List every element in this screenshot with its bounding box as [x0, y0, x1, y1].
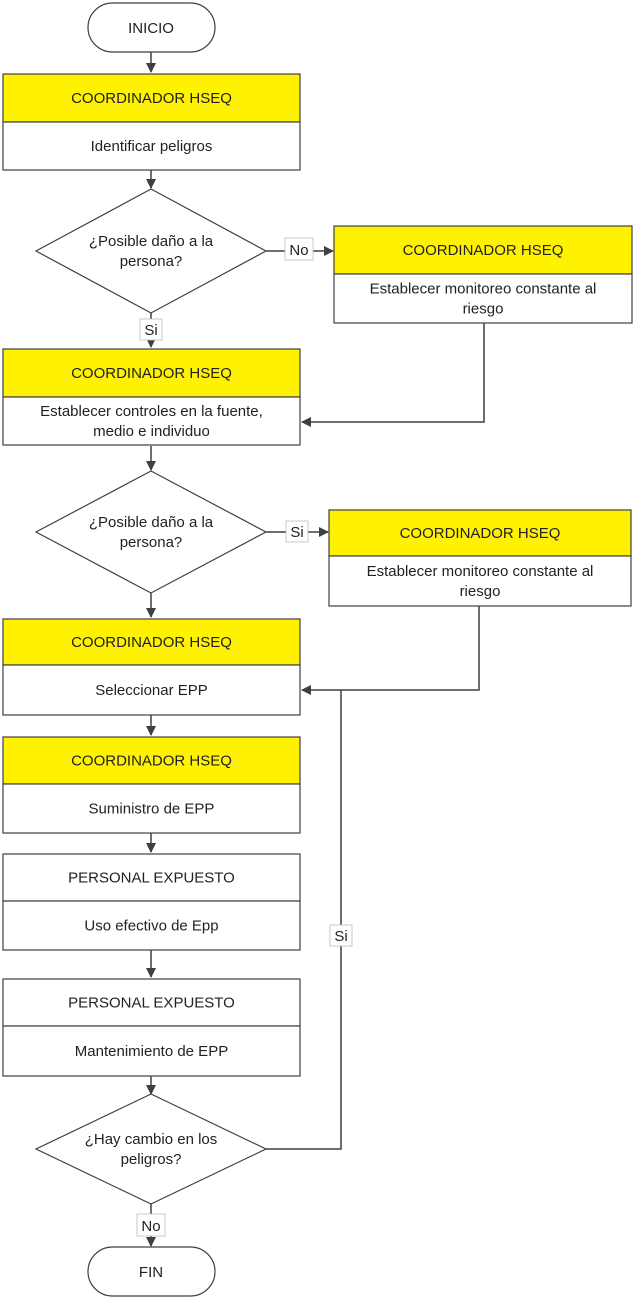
edge-label-d1-si: Si — [144, 322, 157, 339]
role-header — [328, 509, 632, 557]
process-box: PERSONAL EXPUESTO Mantenimiento de EPP — [2, 978, 301, 1077]
task-label: medio e individuo — [93, 423, 210, 440]
edge-label-d1-no: No — [289, 242, 308, 259]
role-header — [2, 853, 301, 902]
terminal-start: INICIO — [87, 2, 216, 53]
role-label: COORDINADOR HSEQ — [400, 525, 561, 542]
decision-question: persona? — [120, 253, 183, 270]
task-label: Seleccionar EPP — [95, 682, 208, 699]
connectors — [146, 52, 485, 1247]
process-box: COORDINADOR HSEQ Seleccionar EPP — [2, 618, 301, 716]
decision-shape — [34, 1093, 268, 1205]
decision-diamond: ¿Posible daño a la persona? — [34, 188, 268, 314]
role-label: COORDINADOR HSEQ — [71, 634, 232, 651]
role-header — [2, 736, 301, 785]
task-cell — [2, 121, 301, 171]
role-label: COORDINADOR HSEQ — [71, 365, 232, 382]
process-box: COORDINADOR HSEQ Identificar peligros — [2, 73, 301, 171]
task-label: Establecer monitoreo constante al — [370, 281, 597, 298]
decision-question: persona? — [120, 534, 183, 551]
task-cell — [2, 900, 301, 951]
task-label: Mantenimiento de EPP — [75, 1043, 228, 1060]
role-label: COORDINADOR HSEQ — [71, 753, 232, 770]
role-header — [2, 348, 301, 398]
edge-label-d3-no: No — [141, 1218, 160, 1235]
role-label: PERSONAL EXPUESTO — [68, 870, 235, 887]
process-box: COORDINADOR HSEQ Suministro de EPP — [2, 736, 301, 834]
role-header — [2, 618, 301, 666]
decision-question: ¿Posible daño a la — [89, 233, 214, 250]
role-label: COORDINADOR HSEQ — [403, 242, 564, 259]
role-header — [333, 225, 633, 275]
task-cell — [328, 555, 632, 607]
role-label: PERSONAL EXPUESTO — [68, 995, 235, 1012]
terminal-end-label: FIN — [139, 1264, 163, 1281]
process-box: PERSONAL EXPUESTO Uso efectivo de Epp — [2, 853, 301, 951]
task-cell — [333, 273, 633, 324]
decision-question: ¿Hay cambio en los — [85, 1131, 218, 1148]
edge-label-d3-si: Si — [334, 928, 347, 945]
process-box: COORDINADOR HSEQ Establecer monitoreo con… — [333, 225, 633, 324]
terminal-start-label: INICIO — [128, 20, 174, 37]
task-cell — [2, 1025, 301, 1077]
task-label: Identificar peligros — [91, 138, 213, 155]
task-cell — [2, 396, 301, 446]
decision-question: peligros? — [121, 1151, 182, 1168]
task-label: riesgo — [463, 301, 504, 318]
task-label: Establecer monitoreo constante al — [367, 563, 594, 580]
edge-label-d2-si: Si — [290, 524, 303, 541]
decision-shape — [34, 188, 268, 314]
edge-monitor1-to-controls — [301, 323, 485, 427]
role-label: COORDINADOR HSEQ — [71, 90, 232, 107]
task-label: Establecer controles en la fuente, — [40, 403, 263, 420]
task-cell — [2, 783, 301, 834]
edge-monitor2-to-select — [301, 606, 480, 695]
decision-question: ¿Posible daño a la — [89, 514, 214, 531]
edge-labels: No Si Si Si No — [136, 237, 353, 1237]
task-label: riesgo — [460, 583, 501, 600]
role-header — [2, 73, 301, 123]
terminal-end: FIN — [87, 1246, 216, 1297]
decision-diamond: ¿Posible daño a la persona? — [34, 470, 268, 594]
edge-decision3-si-loop — [266, 690, 342, 1150]
process-box: COORDINADOR HSEQ Establecer controles en … — [2, 348, 301, 446]
decision-shape — [34, 470, 268, 594]
task-cell — [2, 664, 301, 716]
decision-diamond: ¿Hay cambio en los peligros? — [34, 1093, 268, 1205]
task-label: Suministro de EPP — [89, 801, 215, 818]
process-box: COORDINADOR HSEQ Establecer monitoreo con… — [328, 509, 632, 607]
task-label: Uso efectivo de Epp — [84, 918, 218, 935]
role-header — [2, 978, 301, 1027]
